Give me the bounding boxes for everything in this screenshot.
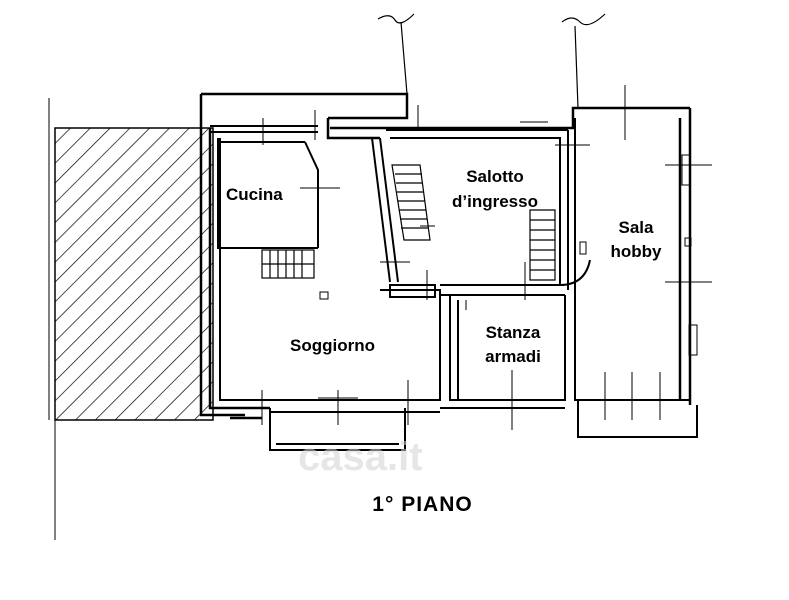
watermark: casa.it xyxy=(298,435,423,479)
spiral-stair xyxy=(529,209,591,286)
room-label-salotto: Salotto d’ingresso xyxy=(440,167,550,212)
salotto-stair xyxy=(391,164,431,241)
closet-room-walls xyxy=(440,294,566,401)
room-label-soggiorno: Soggiorno xyxy=(290,336,375,355)
kitchen-stair xyxy=(261,249,315,279)
room-label-stanza-line1: Stanza xyxy=(485,323,541,342)
hobby-room-walls xyxy=(567,118,698,438)
kitchen-walls xyxy=(210,125,319,249)
room-label-stanza-armadi: Stanza armadi xyxy=(463,323,563,367)
room-label-sala-line2: hobby xyxy=(610,242,662,261)
room-label-salotto-line2: d’ingresso xyxy=(452,192,538,211)
room-label-salotto-line1: Salotto xyxy=(466,167,524,186)
room-label-stanza-line2: armadi xyxy=(485,347,541,366)
room-label-cucina: Cucina xyxy=(226,185,283,204)
hatched-neighbor-area xyxy=(54,127,214,421)
salotto-walls xyxy=(386,129,568,298)
room-label-sala-hobby: Sala hobby xyxy=(596,218,676,262)
balcony xyxy=(269,407,565,451)
living-room-walls xyxy=(219,137,441,401)
room-label-sala-line1: Sala xyxy=(618,218,654,237)
window-marks xyxy=(250,85,712,430)
floor-label: 1° PIANO xyxy=(372,493,473,516)
flue-symbols xyxy=(377,13,606,109)
